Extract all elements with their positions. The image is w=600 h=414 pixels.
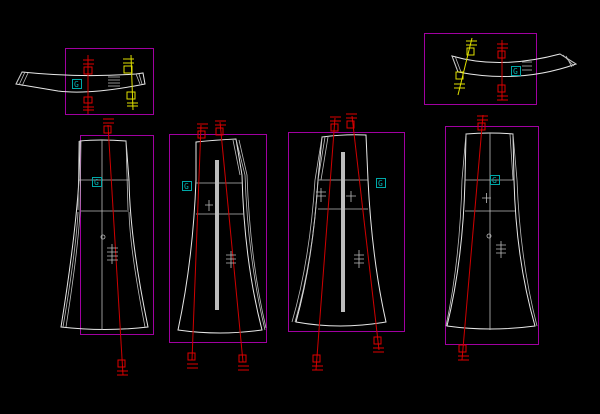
zipper-mark [215, 160, 219, 310]
piece-label: G [378, 179, 383, 188]
piece-label: G [94, 178, 99, 187]
piece-label-box [72, 79, 82, 89]
piece-label: G [492, 176, 497, 185]
piece-waistband-left[interactable]: G [15, 48, 154, 115]
piece-waistband-right[interactable]: G [424, 33, 578, 105]
piece-label-box [182, 181, 192, 191]
piece-label-box [376, 178, 386, 188]
bounding-box [445, 126, 539, 345]
piece-side-panel-left[interactable]: G [169, 120, 267, 371]
piece-label: G [74, 80, 79, 89]
zipper-mark [341, 152, 345, 312]
bounding-box [424, 33, 537, 105]
piece-label: G [184, 182, 189, 191]
bounding-box [80, 135, 154, 335]
piece-side-panel-right[interactable]: G [288, 113, 405, 371]
bounding-box [288, 132, 405, 332]
piece-label-box [511, 66, 521, 76]
piece-label-box [92, 177, 102, 187]
piece-back-panel[interactable]: G [445, 114, 539, 361]
piece-label: G [513, 67, 518, 76]
piece-front-panel[interactable]: G [60, 118, 154, 376]
bounding-box [65, 48, 154, 115]
piece-label-box [490, 175, 500, 185]
